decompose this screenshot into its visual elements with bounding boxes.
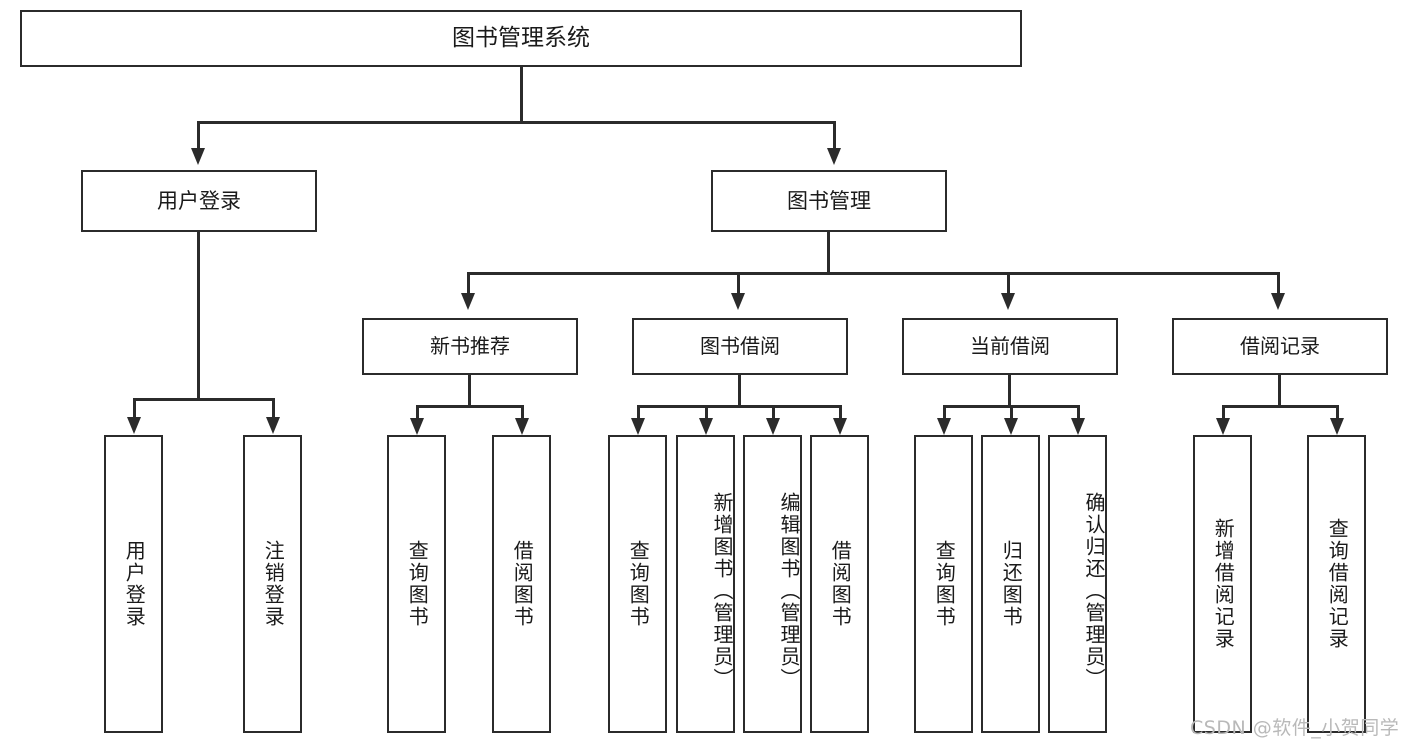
edge-bb-branch-3	[772, 405, 775, 419]
edge-root-to-user-login	[197, 121, 200, 149]
edge-nbr-bus	[416, 405, 524, 408]
leaf-query-borrow-record[interactable]: 查询借阅记录	[1307, 435, 1366, 733]
edge-bb-branch-2	[705, 405, 708, 419]
edge-br-bus	[1222, 405, 1339, 408]
arrow-down-icon	[410, 418, 424, 435]
node-label: 用户登录	[157, 188, 241, 213]
edge-user-login-branch-2	[272, 398, 275, 418]
edge-nbr-stem	[468, 375, 471, 407]
leaf-logout-login[interactable]: 注销登录	[243, 435, 302, 733]
node-label: 查询图书	[626, 540, 651, 628]
node-label: 确认归还（管理员）	[1082, 492, 1106, 690]
leaf-borrow-book-nbr[interactable]: 借阅图书	[492, 435, 551, 733]
node-label: 借阅记录	[1240, 333, 1320, 358]
arrow-down-icon	[1330, 418, 1344, 435]
edge-bm-branch-1	[467, 272, 470, 294]
edge-book-manage-bus	[467, 272, 1279, 275]
arrow-down-icon	[1216, 418, 1230, 435]
arrow-down-icon	[191, 148, 205, 165]
leaf-query-book-cb[interactable]: 查询图书	[914, 435, 973, 733]
arrow-down-icon	[1001, 293, 1015, 310]
edge-br-stem	[1278, 375, 1281, 407]
node-label: 借阅图书	[510, 540, 535, 628]
node-label: 新书推荐	[430, 333, 510, 358]
edge-bb-bus	[637, 405, 842, 408]
leaf-edit-book-admin[interactable]: 编辑图书（管理员）	[743, 435, 802, 733]
edge-root-bus	[197, 121, 834, 124]
arrow-down-icon	[127, 417, 141, 434]
node-label: 编辑图书（管理员）	[777, 492, 801, 690]
arrow-down-icon	[1271, 293, 1285, 310]
arrow-down-icon	[766, 418, 780, 435]
edge-bb-branch-1	[637, 405, 640, 419]
node-new-book-rec[interactable]: 新书推荐	[362, 318, 578, 375]
edge-bm-branch-2	[737, 272, 740, 294]
arrow-down-icon	[731, 293, 745, 310]
leaf-query-book-nbr[interactable]: 查询图书	[387, 435, 446, 733]
node-book-borrow[interactable]: 图书借阅	[632, 318, 848, 375]
node-label: 归还图书	[999, 540, 1024, 628]
leaf-borrow-book-bb[interactable]: 借阅图书	[810, 435, 869, 733]
edge-user-login-branch-1	[133, 398, 136, 418]
node-book-manage[interactable]: 图书管理	[711, 170, 947, 232]
arrow-down-icon	[515, 418, 529, 435]
node-label: 当前借阅	[970, 333, 1050, 358]
edge-user-login-bus	[133, 398, 275, 401]
node-label: 查询图书	[932, 540, 957, 628]
arrow-down-icon	[827, 148, 841, 165]
edge-book-manage-stem	[827, 232, 830, 274]
node-label: 借阅图书	[828, 540, 853, 628]
node-user-login[interactable]: 用户登录	[81, 170, 317, 232]
node-label: 注销登录	[261, 540, 286, 628]
node-current-borrow[interactable]: 当前借阅	[902, 318, 1118, 375]
edge-cb-stem	[1008, 375, 1011, 407]
edge-nbr-branch-1	[416, 405, 419, 419]
arrow-down-icon	[266, 417, 280, 434]
arrow-down-icon	[1071, 418, 1085, 435]
edge-br-branch-2	[1336, 405, 1339, 419]
leaf-user-login[interactable]: 用户登录	[104, 435, 163, 733]
arrow-down-icon	[1004, 418, 1018, 435]
node-label: 图书借阅	[700, 333, 780, 358]
edge-bm-branch-3	[1007, 272, 1010, 294]
node-label: 图书管理	[787, 188, 871, 213]
edge-cb-branch-3	[1077, 405, 1080, 419]
node-root-system[interactable]: 图书管理系统	[20, 10, 1022, 67]
node-label: 新增借阅记录	[1211, 518, 1236, 650]
leaf-return-book[interactable]: 归还图书	[981, 435, 1040, 733]
leaf-confirm-return-admin[interactable]: 确认归还（管理员）	[1048, 435, 1107, 733]
node-label: 查询借阅记录	[1325, 518, 1350, 650]
edge-bb-branch-4	[839, 405, 842, 419]
edge-root-stem	[520, 67, 523, 122]
node-label: 图书管理系统	[452, 24, 590, 51]
edge-cb-branch-1	[943, 405, 946, 419]
arrow-down-icon	[631, 418, 645, 435]
leaf-add-borrow-record[interactable]: 新增借阅记录	[1193, 435, 1252, 733]
arrow-down-icon	[461, 293, 475, 310]
node-borrow-record[interactable]: 借阅记录	[1172, 318, 1388, 375]
leaf-add-book-admin[interactable]: 新增图书（管理员）	[676, 435, 735, 733]
csdn-watermark: CSDN @软件_小贺同学	[1190, 717, 1400, 739]
node-label: 新增图书（管理员）	[710, 492, 734, 690]
edge-nbr-branch-2	[521, 405, 524, 419]
edge-br-branch-1	[1222, 405, 1225, 419]
edge-cb-branch-2	[1010, 405, 1013, 419]
edge-bb-stem	[738, 375, 741, 407]
edge-root-to-book-manage	[833, 121, 836, 149]
node-label: 查询图书	[405, 540, 430, 628]
node-label: 用户登录	[122, 540, 147, 628]
leaf-query-book-bb[interactable]: 查询图书	[608, 435, 667, 733]
edge-user-login-stem	[197, 232, 200, 400]
arrow-down-icon	[833, 418, 847, 435]
arrow-down-icon	[699, 418, 713, 435]
arrow-down-icon	[937, 418, 951, 435]
edge-bm-branch-4	[1277, 272, 1280, 294]
